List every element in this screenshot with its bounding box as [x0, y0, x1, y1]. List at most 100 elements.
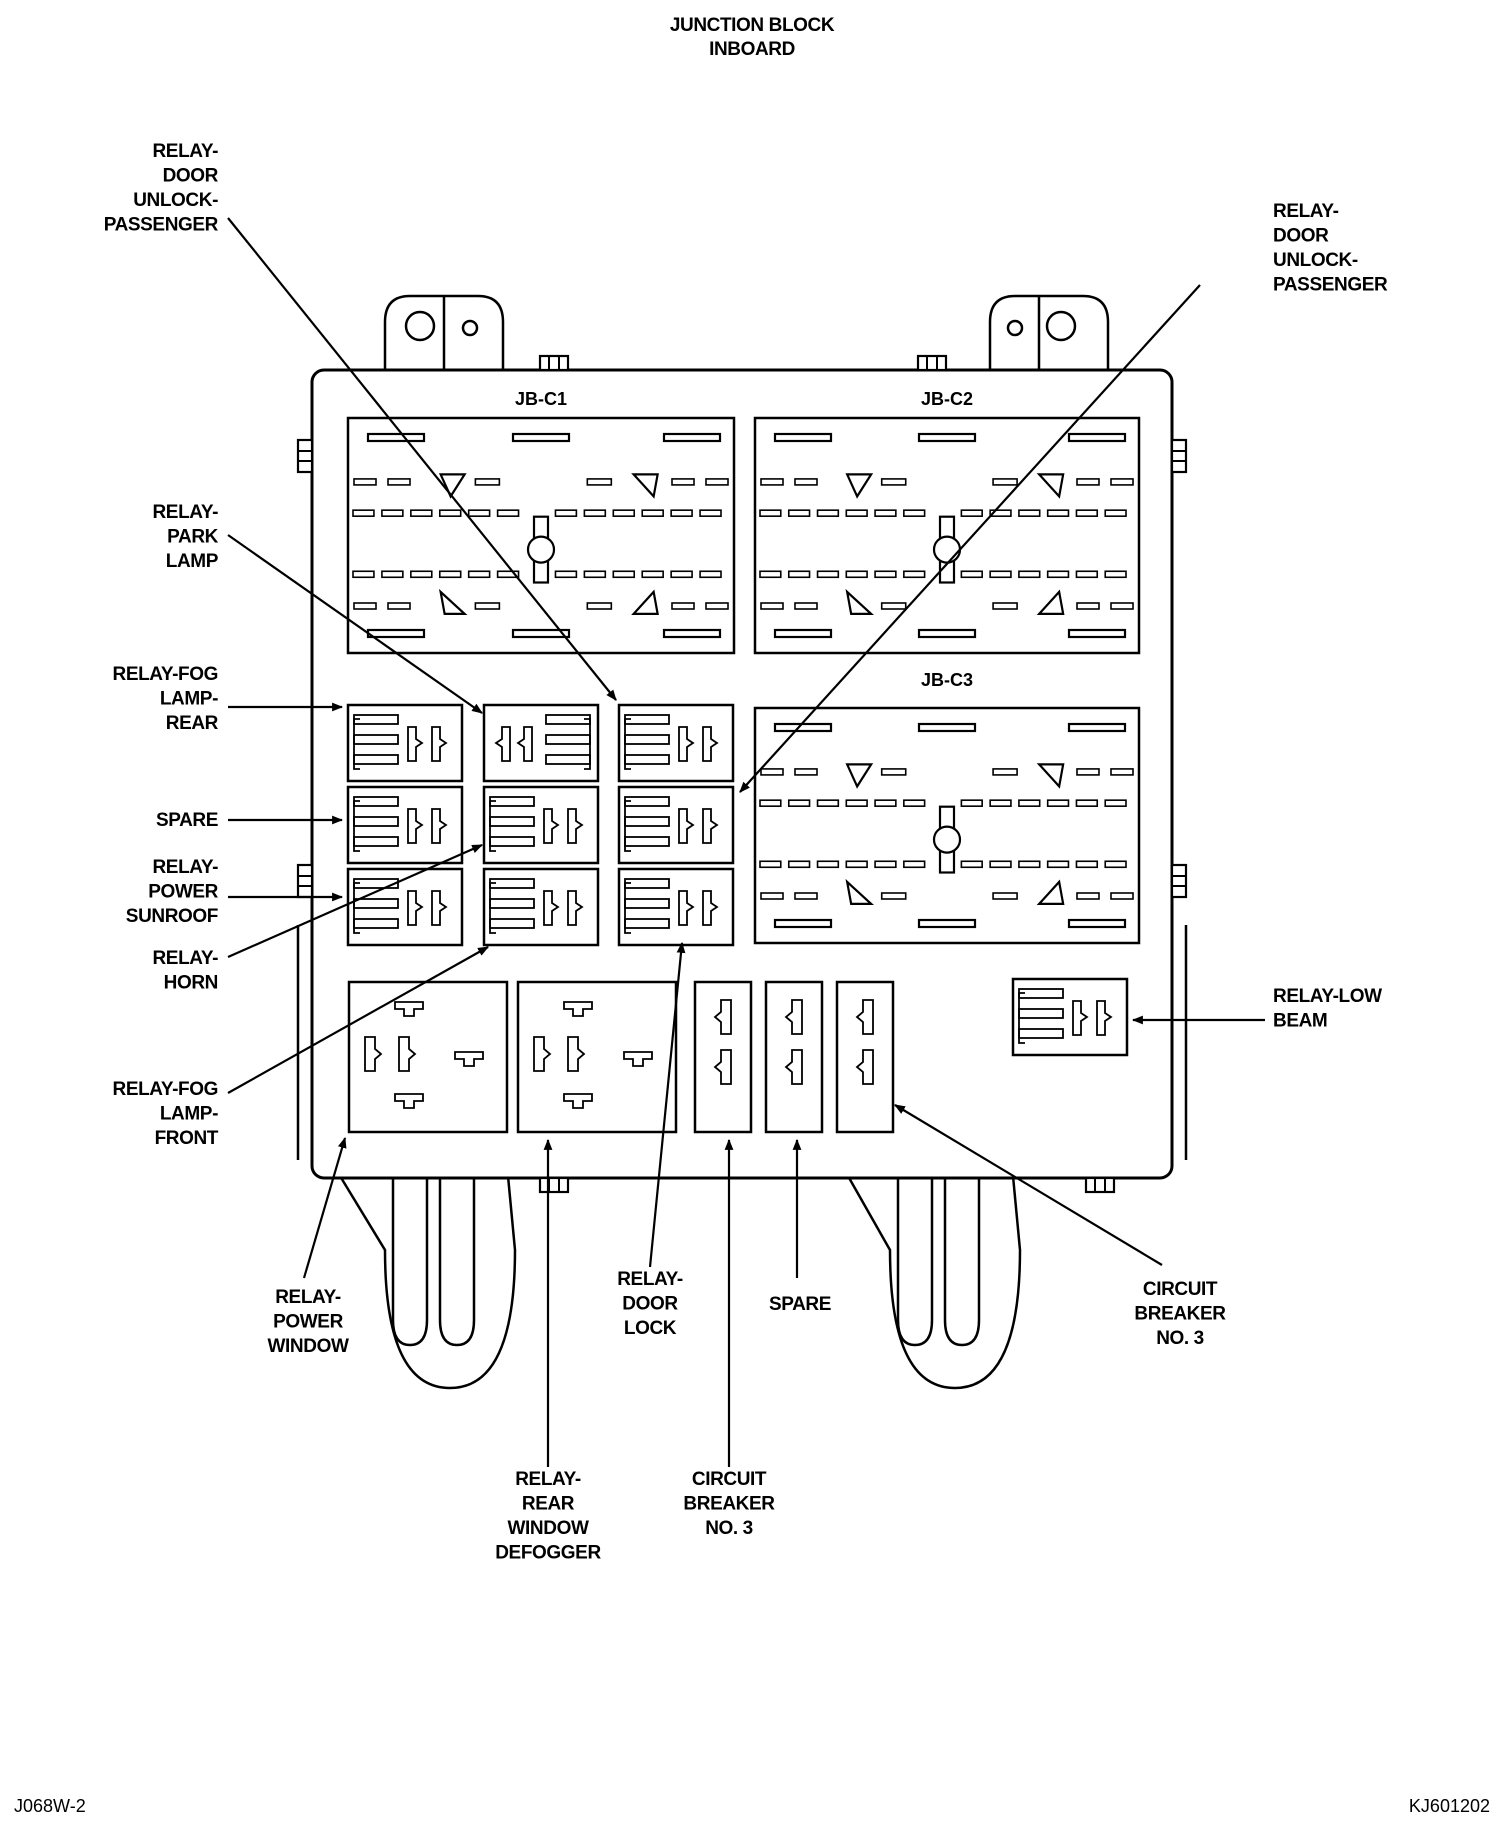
callout-fog-rear: REAR: [166, 713, 219, 734]
connector-jb-c2: [753, 416, 1141, 655]
relay-terminal: [624, 714, 670, 725]
arrow-door-unlock-left: [227, 217, 617, 701]
callout-power-window: WINDOW: [268, 1336, 349, 1357]
relay-slot: [482, 785, 600, 865]
pin: [760, 478, 784, 486]
relay-terminal: [353, 754, 399, 765]
relay-terminal: [624, 734, 670, 745]
breaker-pin: [713, 1049, 732, 1085]
pin: [960, 509, 983, 517]
relay-terminal: [624, 816, 670, 827]
pin: [699, 570, 722, 579]
relay-terminal: [624, 796, 670, 807]
breaker-slot: [835, 980, 895, 1134]
relay-terminal: [353, 714, 399, 725]
relay-bracket: [353, 882, 360, 934]
pin: [1104, 570, 1127, 579]
relay-terminal: [489, 918, 535, 929]
relay-terminal: [624, 918, 670, 929]
relay-bracket: [353, 718, 360, 770]
pin: [992, 478, 1018, 486]
title-line-1: JUNCTION BLOCK: [670, 15, 835, 36]
callout-rear-defogger: WINDOW: [508, 1518, 589, 1539]
connector-label-c2: JB-C2: [921, 389, 973, 409]
pin: [671, 602, 695, 610]
relay-pin: [567, 890, 584, 926]
pin: [759, 799, 782, 807]
pin: [670, 509, 693, 517]
pin: [760, 768, 784, 776]
pin: [1046, 570, 1070, 579]
relay-terminal: [489, 796, 535, 807]
latch: [917, 722, 977, 733]
pin: [612, 509, 636, 517]
callout-power-sunroof: POWER: [148, 882, 218, 903]
pin: [583, 570, 607, 579]
pin: [1110, 768, 1134, 776]
relay-terminal: [353, 898, 399, 909]
pin: [816, 860, 840, 869]
relay-terminal: [1018, 988, 1064, 999]
pin: [845, 799, 868, 807]
pin: [787, 860, 811, 869]
callout-fog-rear: LAMP-: [160, 689, 218, 710]
t-terminal: [563, 1001, 593, 1017]
pin: [1018, 570, 1041, 579]
latch: [773, 628, 833, 639]
pin: [845, 570, 868, 579]
callout-breaker-right: BREAKER: [1134, 1304, 1226, 1325]
pin: [874, 860, 897, 869]
breaker-pin: [713, 999, 732, 1035]
key-triangle: [845, 878, 874, 905]
pin: [880, 602, 907, 610]
pin: [705, 602, 729, 610]
callout-fog-front: FRONT: [155, 1128, 219, 1149]
pin: [387, 478, 411, 486]
callout-low-beam: BEAM: [1273, 1011, 1327, 1032]
pin: [438, 570, 462, 579]
latch: [1067, 432, 1127, 443]
pin: [496, 509, 520, 517]
pin: [554, 570, 578, 579]
relay-pin: [431, 890, 448, 926]
pin: [903, 509, 926, 517]
pin: [1076, 768, 1100, 776]
pin: [759, 570, 782, 579]
latch: [1067, 628, 1127, 639]
relay-bracket: [624, 718, 631, 770]
callout-horn: RELAY-: [152, 948, 218, 969]
large-relay-slots: [347, 980, 678, 1134]
connector-jb-c3: [753, 706, 1141, 945]
side-clip: [1170, 863, 1188, 899]
callout-labels: RELAY-DOORUNLOCK-PASSENGERRELAY-DOORUNLO…: [104, 141, 1389, 1564]
relay-pin: [1072, 1000, 1089, 1036]
pin: [1018, 860, 1041, 869]
arrow-park-lamp: [227, 534, 483, 714]
d-terminal: [533, 1036, 552, 1072]
pin: [1104, 860, 1127, 869]
top-clip: [538, 1176, 570, 1194]
latch: [662, 432, 722, 443]
pin: [1076, 602, 1100, 610]
pin: [992, 602, 1018, 610]
pin: [989, 860, 1012, 869]
relay-bracket: [1018, 992, 1025, 1044]
key-triangle: [631, 589, 659, 615]
relay-terminal: [624, 754, 670, 765]
callout-fog-front: RELAY-FOG: [113, 1079, 219, 1100]
relay-pin: [543, 890, 560, 926]
relay-terminal: [489, 878, 535, 889]
relay-terminal: [545, 714, 591, 725]
callout-door-unlock-left: UNLOCK-: [133, 190, 218, 211]
latch: [366, 628, 426, 639]
key-triangle: [845, 473, 874, 499]
relay-bracket: [489, 882, 496, 934]
d-terminal: [364, 1036, 383, 1072]
t-terminal: [394, 1001, 424, 1017]
key-triangle: [1036, 879, 1065, 905]
pin: [410, 509, 433, 517]
d-terminal: [398, 1036, 417, 1072]
relay-pin: [543, 808, 560, 844]
pin: [586, 602, 613, 610]
pin: [816, 570, 840, 579]
